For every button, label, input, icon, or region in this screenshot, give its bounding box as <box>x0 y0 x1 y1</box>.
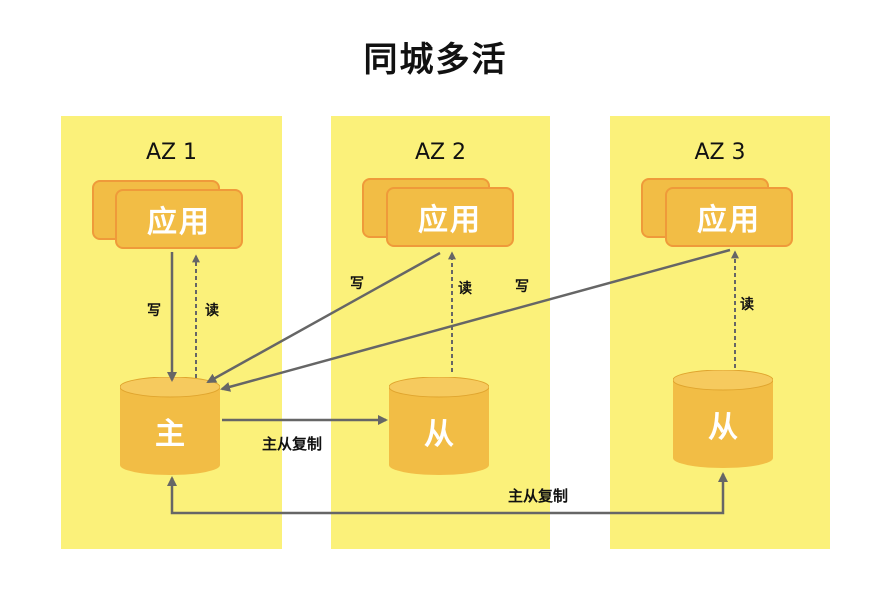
diagram-title: 同城多活 <box>363 40 508 80</box>
zone-label-az2: AZ 2 <box>414 140 467 165</box>
db-replica-az2: 从 <box>388 376 490 477</box>
db-label-replica-az2: 从 <box>424 417 454 452</box>
edge-write-az2 <box>206 251 441 384</box>
edge-write-az3 <box>220 248 731 392</box>
app-box-az2: 应用 <box>386 187 514 247</box>
label-read-az1: 读 <box>205 303 219 319</box>
label-write-az2: 写 <box>350 276 364 292</box>
zone-label-az3: AZ 3 <box>694 140 746 165</box>
edge-replication-az3 <box>167 472 728 515</box>
app-box-az1: 应用 <box>115 189 243 249</box>
label-read-az3: 读 <box>740 297 754 313</box>
app-box-az3: 应用 <box>665 187 793 247</box>
label-read-az2: 读 <box>458 281 472 297</box>
db-replica-az3: 从 <box>672 369 774 470</box>
label-write-az1: 写 <box>147 303 161 319</box>
label-replication-az2: 主从复制 <box>262 435 323 453</box>
zone-label-az1: AZ 1 <box>145 140 198 165</box>
db-label-replica-az3: 从 <box>708 410 738 445</box>
db-label-primary: 主 <box>155 417 185 452</box>
label-write-az3: 写 <box>515 279 529 295</box>
label-replication-az3: 主从复制 <box>508 487 569 505</box>
